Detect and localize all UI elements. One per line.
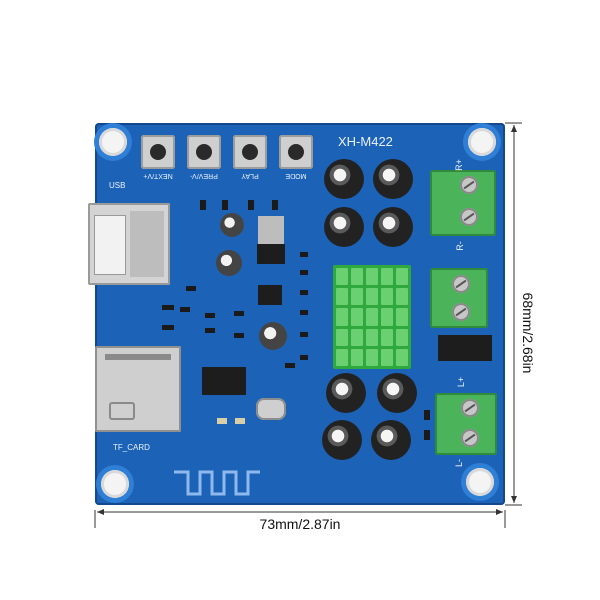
next-volume-up-button[interactable]	[141, 135, 175, 169]
smd-part	[205, 313, 215, 318]
height-dimension-label: 68mm/2.68in	[520, 292, 536, 374]
screw-icon[interactable]	[460, 208, 478, 226]
tf-card-slot[interactable]	[95, 346, 181, 432]
regulator-tab	[258, 216, 284, 246]
usb-label: USB	[109, 181, 126, 190]
small-capacitor-1	[220, 213, 244, 237]
regulator-2	[258, 285, 282, 305]
capacitor-top-2	[373, 159, 413, 199]
tf-card-label: TF_CARD	[113, 443, 150, 452]
smd-part	[180, 307, 190, 312]
play-button[interactable]	[233, 135, 267, 169]
capacitor-top-1	[324, 159, 364, 199]
screw-icon[interactable]	[460, 176, 478, 194]
mounting-hole-top-right	[468, 128, 496, 156]
diode	[438, 335, 492, 361]
model-label: XH-M422	[338, 134, 393, 149]
usb-port[interactable]	[88, 203, 170, 285]
mounting-hole-bottom-left	[101, 470, 129, 498]
capacitor-bottom-1	[326, 373, 366, 413]
smd-part	[300, 252, 308, 257]
usb-port-opening	[94, 215, 126, 275]
smd-part	[424, 430, 430, 440]
capacitor-top-3	[324, 207, 364, 247]
smd-part	[285, 363, 295, 368]
heatsink	[333, 265, 411, 369]
smd-part	[424, 410, 430, 420]
smd-part	[234, 311, 244, 316]
smd-part	[200, 200, 206, 210]
small-capacitor-2	[216, 250, 242, 276]
smd-part	[205, 328, 215, 333]
smd-part	[162, 305, 174, 310]
decoder-chip	[202, 367, 246, 395]
terminal-block-left-channel	[435, 393, 497, 455]
usb-port-body	[130, 211, 164, 277]
tf-card-slot-spring	[109, 402, 135, 420]
mounting-hole-bottom-right	[466, 468, 494, 496]
crystal-oscillator	[256, 398, 286, 420]
mounting-hole-top-left	[99, 128, 127, 156]
small-capacitor-3	[259, 322, 287, 350]
screw-icon[interactable]	[461, 399, 479, 417]
tf-card-slot-lip	[105, 354, 171, 360]
smd-part	[162, 325, 174, 330]
screw-icon[interactable]	[452, 303, 470, 321]
capacitor-bottom-2	[377, 373, 417, 413]
smd-part	[300, 332, 308, 337]
antenna-trace	[174, 470, 260, 496]
smd-part	[272, 200, 278, 210]
terminal-block-right-channel	[430, 170, 496, 236]
smd-part	[248, 200, 254, 210]
capacitor-top-4	[373, 207, 413, 247]
smd-part	[300, 270, 308, 275]
smd-part	[186, 286, 196, 291]
terminal-block-power	[430, 268, 488, 328]
capacitor-bottom-3	[322, 420, 362, 460]
smd-part	[300, 290, 308, 295]
capacitor-bottom-4	[371, 420, 411, 460]
prev-volume-down-button[interactable]	[187, 135, 221, 169]
regulator-body	[257, 244, 285, 264]
smd-part	[217, 418, 227, 424]
width-dimension-label: 73mm/2.87in	[259, 516, 341, 532]
screw-icon[interactable]	[452, 275, 470, 293]
screw-icon[interactable]	[461, 429, 479, 447]
smd-part	[235, 418, 245, 424]
smd-part	[300, 310, 308, 315]
smd-part	[234, 333, 244, 338]
smd-part	[222, 200, 228, 210]
mode-button[interactable]	[279, 135, 313, 169]
smd-part	[300, 355, 308, 360]
